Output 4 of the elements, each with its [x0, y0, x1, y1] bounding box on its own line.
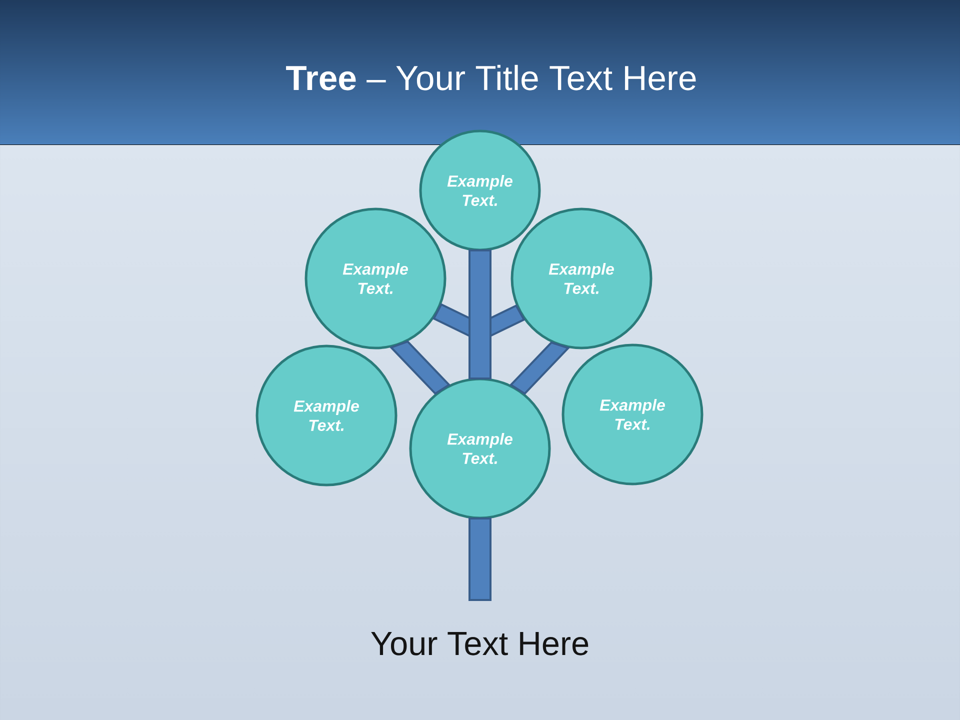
- caption-text: Your Text Here: [371, 632, 588, 656]
- tree-stem: [468, 517, 492, 601]
- tree-trunk: [468, 249, 492, 380]
- slide-title: Tree – Your Title Text Here: [286, 64, 696, 90]
